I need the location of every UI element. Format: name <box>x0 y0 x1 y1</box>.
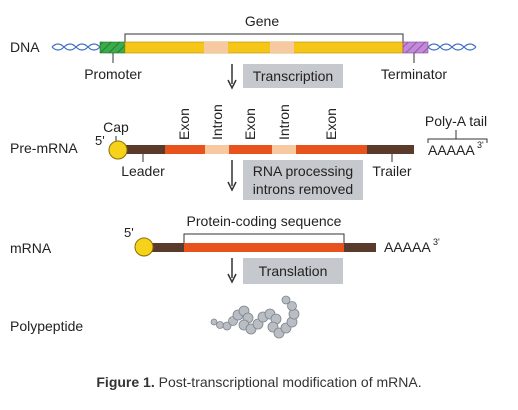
pre-mrna-exon-2 <box>229 145 272 154</box>
gene-bracket <box>124 33 404 42</box>
pre-mrna-three-prime: 3' <box>477 140 484 150</box>
segment-label-exon-1: Exon <box>176 108 192 140</box>
figure-number: Figure 1. <box>96 374 155 390</box>
mrna-five-prime: 5' <box>124 225 134 240</box>
transcription-label: Transcription <box>253 68 333 84</box>
dna-intron-1 <box>204 42 228 53</box>
terminator-region <box>402 41 429 54</box>
pre-mrna-exon-3 <box>296 145 367 154</box>
pre-mrna-poly-a-seq: AAAAA <box>428 142 475 158</box>
gene-label: Gene <box>245 13 279 29</box>
caption-text: Post-transcriptional modification of mRN… <box>158 374 422 390</box>
mrna-coding-region <box>184 243 344 252</box>
translation-box <box>243 258 343 284</box>
segment-label-exon-3: Exon <box>323 108 339 140</box>
leader-label: Leader <box>121 163 165 179</box>
rna-processing-box <box>243 160 363 200</box>
dna-row-label: DNA <box>10 39 40 55</box>
pre-mrna-row-label: Pre-mRNA <box>10 140 78 156</box>
promoter-label: Promoter <box>84 66 142 82</box>
terminator-label: Terminator <box>381 66 447 82</box>
segment-label-intron-2: Intron <box>276 104 292 140</box>
segment-label-intron-1: Intron <box>209 104 225 140</box>
dna-helix-left <box>51 43 101 51</box>
cap-label: Cap <box>103 119 129 135</box>
translation-label: Translation <box>259 263 328 279</box>
coding-label: Protein-coding sequence <box>187 213 342 229</box>
coding-bracket <box>183 233 345 243</box>
segment-label-exon-2: Exon <box>242 108 258 140</box>
pre-mrna-intron-2 <box>272 145 296 154</box>
mrna-cap <box>134 237 154 257</box>
mrna-row-label: mRNA <box>10 240 52 256</box>
mrna-poly-a-seq: AAAAA <box>384 239 431 255</box>
dna-helix-right <box>427 43 477 51</box>
rna-processing-line1: RNA processing <box>253 163 353 179</box>
figure-caption: Figure 1. Post-transcriptional modificat… <box>0 374 518 390</box>
mrna-three-prime: 3' <box>433 237 440 247</box>
rna-processing-arrow <box>227 160 237 192</box>
transcription-arrow <box>227 64 237 90</box>
pre-mrna-cap <box>108 140 128 160</box>
pre-mrna-exon-1 <box>165 145 205 154</box>
translation-arrow <box>227 258 237 284</box>
rna-processing-line2: introns removed <box>253 181 353 197</box>
dna-intron-2 <box>270 42 294 53</box>
gene-region <box>124 41 404 54</box>
pre-mrna-five-prime: 5' <box>95 133 105 148</box>
promoter-region <box>99 41 126 54</box>
pre-mrna-intron-1 <box>205 145 229 154</box>
poly-a-label: Poly-A tail <box>425 113 487 129</box>
polypeptide-row-label: Polypeptide <box>10 318 83 334</box>
poly-a-bracket <box>427 138 488 143</box>
trailer-label: Trailer <box>372 163 411 179</box>
transcription-box <box>243 64 343 88</box>
polypeptide-chain-icon <box>210 295 300 339</box>
